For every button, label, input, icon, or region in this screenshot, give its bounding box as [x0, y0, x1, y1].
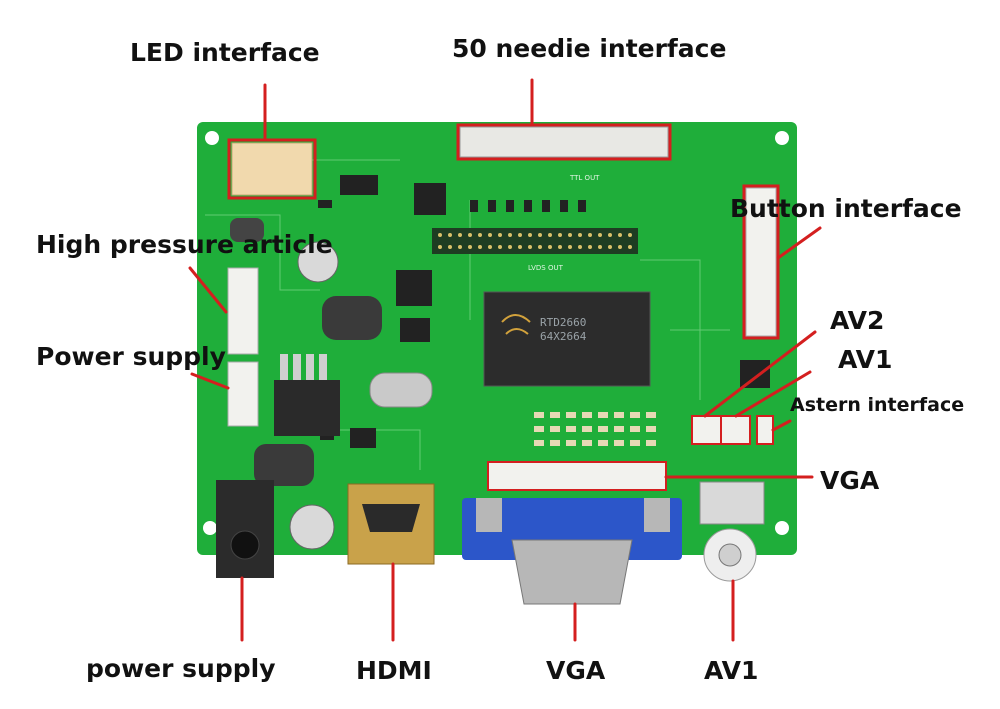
- dc-jack-hole: [230, 530, 260, 560]
- label-av2: AV2: [830, 306, 885, 335]
- leader-button: [776, 226, 822, 260]
- inductor-large: [322, 296, 382, 340]
- label-led-interface: LED interface: [130, 38, 320, 67]
- power-connector-side: [227, 361, 259, 427]
- hdmi-port-opening: [362, 504, 420, 532]
- chip-text-1: RTD2660: [540, 316, 586, 329]
- vga-port-shell: [511, 539, 633, 605]
- label-power-supply-side: Power supply: [36, 342, 226, 371]
- button-connector: [745, 187, 777, 337]
- leader-lines: [188, 78, 822, 642]
- vga-screw-left: [476, 498, 502, 532]
- rca-body: [699, 481, 765, 525]
- main-chip: [483, 291, 651, 387]
- label-button-interface: Button interface: [730, 194, 962, 223]
- vga-screw-right: [644, 498, 670, 532]
- pin-header-pins: [438, 233, 632, 249]
- inductor-bottom: [254, 444, 314, 486]
- regulator-pins: [280, 354, 327, 380]
- needle-highlight-box: [456, 123, 672, 161]
- label-high-pressure: High pressure article: [36, 230, 333, 259]
- chip-text-2: 64X2664: [540, 330, 587, 343]
- rca-center: [718, 543, 742, 567]
- pcb-mounting-holes: [203, 131, 789, 535]
- hdmi-port: [347, 483, 435, 565]
- led-connector: [231, 142, 313, 196]
- leader-av1-side: [734, 370, 812, 418]
- label-av1-bottom: AV1: [704, 656, 759, 685]
- leader-high-pressure: [188, 266, 228, 314]
- leader-power-side: [190, 372, 230, 390]
- ttl-out-text: TTL OUT: [569, 174, 600, 182]
- dc-jack: [216, 480, 274, 578]
- astern-connector-box: [756, 415, 774, 445]
- high-pressure-connector: [227, 267, 259, 355]
- crystal: [369, 372, 433, 408]
- label-astern-interface: Astern interface: [790, 394, 965, 416]
- leader-av2: [703, 330, 817, 418]
- chip-logo: [501, 314, 531, 335]
- label-vga-side: VGA: [820, 466, 880, 495]
- label-vga-bottom: VGA: [546, 656, 606, 685]
- label-hdmi: HDMI: [356, 656, 432, 685]
- resistor-rows: [534, 412, 656, 446]
- inductor-small: [230, 218, 264, 242]
- label-power-supply-bottom: power supply: [86, 654, 276, 683]
- capacitor-top: [297, 241, 339, 283]
- capacitor-bottom: [289, 504, 335, 550]
- led-highlight-box: [227, 138, 317, 200]
- lvds-out-text: LVDS OUT: [528, 264, 564, 272]
- leader-astern: [771, 419, 792, 432]
- regulator: [274, 380, 340, 436]
- button-highlight-box: [742, 184, 780, 340]
- needle-connector: [459, 126, 669, 158]
- pin-header: [432, 228, 638, 254]
- vga-header-box: [487, 461, 667, 491]
- label-needle-interface: 50 needie interface: [452, 34, 727, 63]
- label-av1-side: AV1: [838, 345, 893, 374]
